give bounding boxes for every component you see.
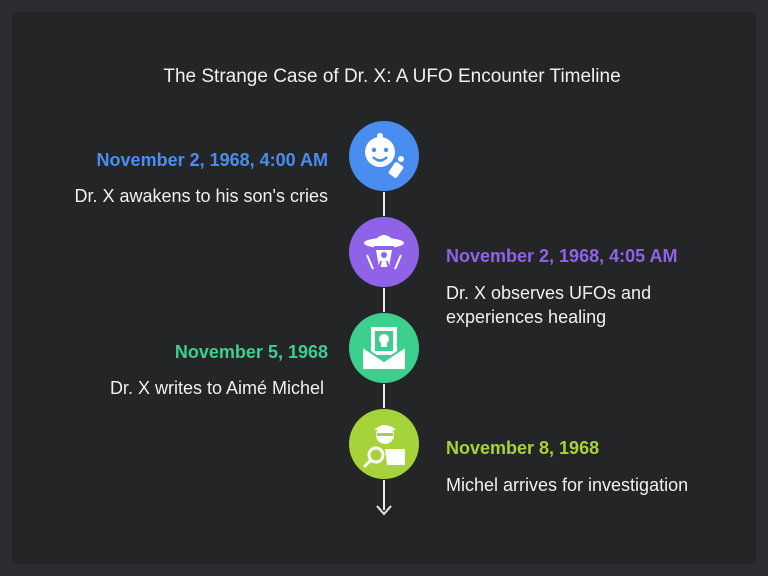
event-node-4 (349, 409, 419, 479)
event-node-2 (349, 217, 419, 287)
event-node-3 (349, 313, 419, 383)
event-node-1 (349, 121, 419, 191)
diagram-title: The Strange Case of Dr. X: A UFO Encount… (163, 66, 621, 87)
event-description-2-line-1: Dr. X observes UFOs and (446, 283, 652, 303)
event-description-3: Dr. X writes to Aimé Michel (109, 378, 324, 398)
event-description-4: Michel arrives for investigation (446, 475, 689, 495)
investigator-icon (362, 425, 405, 469)
event-date-3: November 5, 1968 (174, 342, 328, 362)
connector-line-3 (383, 384, 385, 408)
event-description-2-line-2: experiences healing (446, 307, 607, 327)
timeline-arrow-icon (376, 505, 392, 516)
event-description-1: Dr. X awakens to his son's cries (74, 186, 328, 206)
connector-line-2 (383, 288, 385, 312)
event-date-1: November 2, 1968, 4:00 AM (96, 150, 328, 170)
event-date-2: November 2, 1968, 4:05 AM (446, 246, 678, 266)
connector-line-4 (383, 480, 385, 510)
connector-line-1 (383, 192, 385, 216)
letter-icon (362, 327, 406, 369)
ufo-icon (364, 235, 404, 270)
event-date-4: November 8, 1968 (446, 438, 600, 458)
baby-icon (365, 133, 404, 178)
event-description-2: Dr. X observes UFOs and experiences heal… (446, 281, 651, 329)
